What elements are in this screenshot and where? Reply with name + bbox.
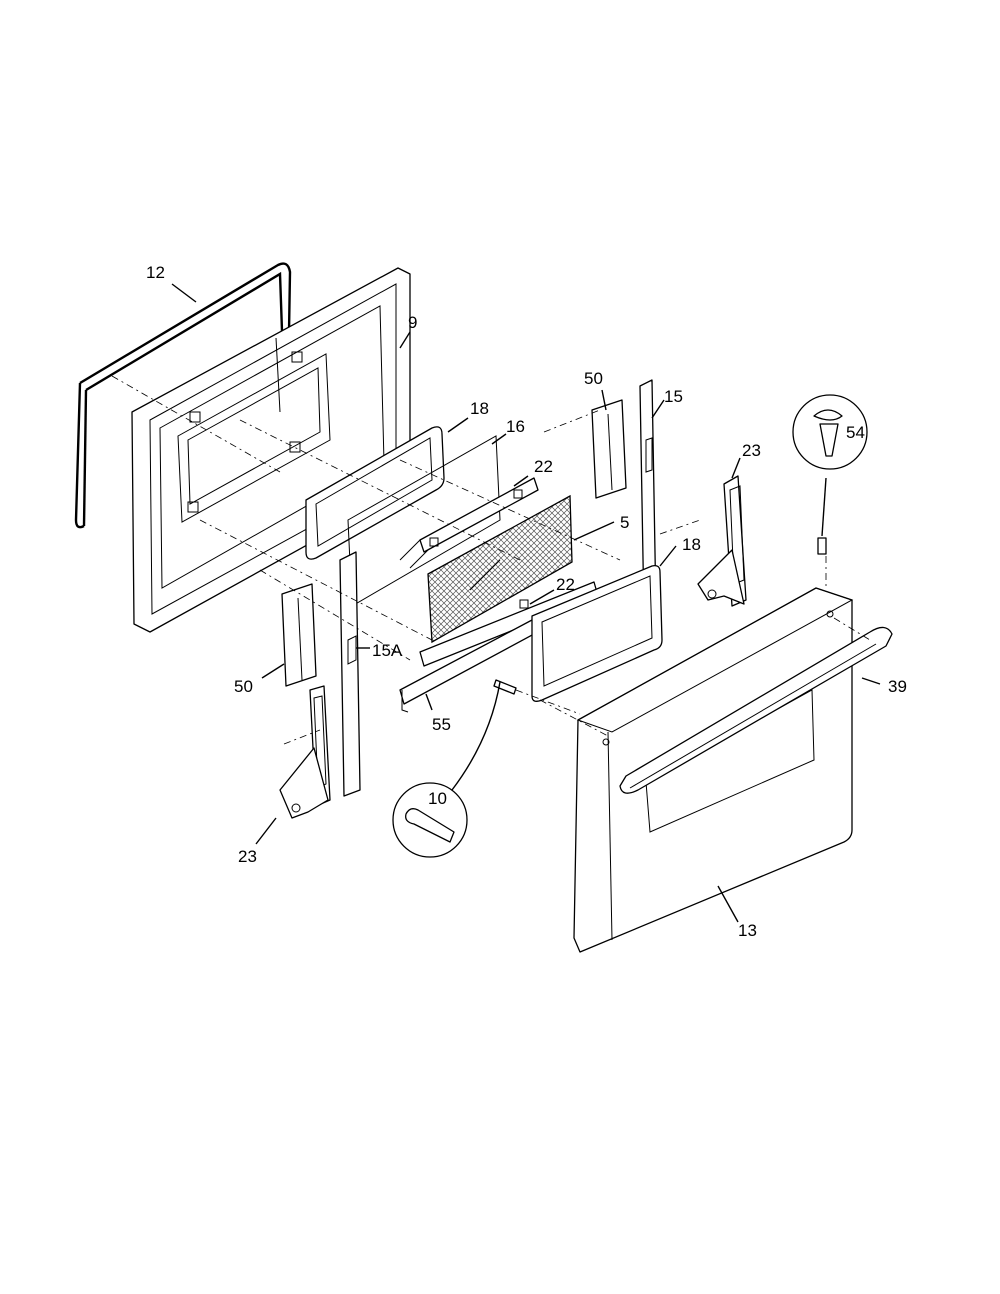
callout-15A: 15A [372,641,403,660]
callout-18-top: 18 [470,399,489,418]
channel-bracket-part-50-top [591,399,627,499]
inner-door-liner-part-9 [131,267,411,633]
callout-23-right: 23 [742,441,761,460]
callout-50-left: 50 [234,677,253,696]
callout-23-left: 23 [238,847,257,866]
door-hinge-part-23-right [697,475,747,607]
callout-15: 15 [664,387,683,406]
detail-circle-part-54 [792,394,868,470]
callout-12: 12 [146,263,165,282]
assembly-lines [111,375,871,745]
callout-labels: 12 9 18 16 50 15 54 23 22 5 18 22 15A 50… [146,263,907,940]
detail-circle-part-10 [392,782,468,858]
door-channel-part-15A [339,551,361,797]
callout-22-top: 22 [534,457,553,476]
callout-10: 10 [428,789,447,808]
channel-bracket-part-50-left [281,583,317,687]
callout-55: 55 [432,715,451,734]
screw-part-54-installed [817,537,827,555]
glass-bracket-part-22-top [419,477,539,553]
callout-5: 5 [620,513,629,532]
callout-13: 13 [738,921,757,940]
door-hinge-part-23-left [279,685,331,819]
leader-lines [171,283,881,923]
mesh-screen-part-5 [427,494,573,644]
glass-frame-part-18-top [305,426,445,560]
glass-frame-part-18-mid [531,564,663,702]
callout-9: 9 [408,313,417,332]
callout-22-mid: 22 [556,575,575,594]
door-handle-part-39 [619,626,893,794]
screw-part-10-installed [493,679,517,695]
callout-50-top: 50 [584,369,603,388]
callout-54: 54 [846,423,865,442]
callout-39: 39 [888,677,907,696]
callout-18-mid: 18 [682,535,701,554]
callout-16: 16 [506,417,525,436]
